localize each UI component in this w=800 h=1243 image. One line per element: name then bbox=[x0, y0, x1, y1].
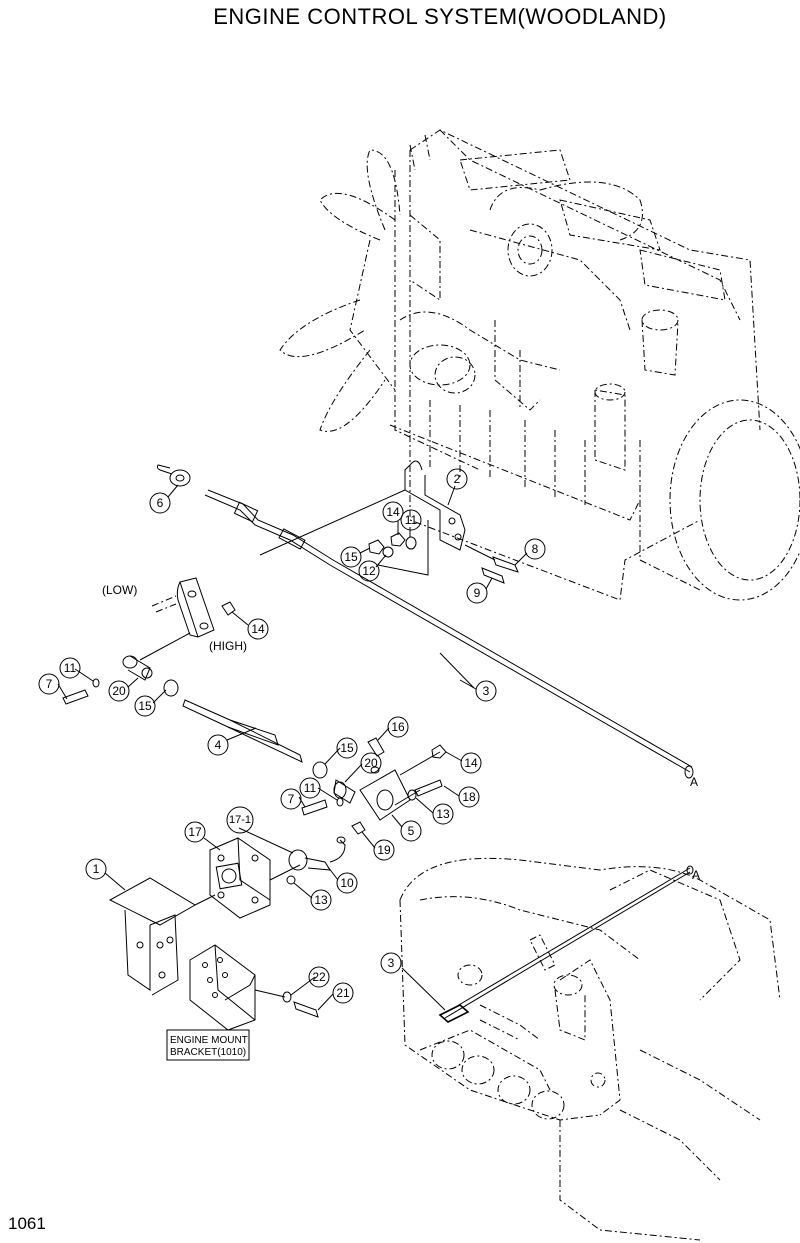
callout-8-text: 8 bbox=[532, 542, 539, 556]
callout-13b-text: 13 bbox=[314, 893, 328, 907]
callout-14c-text: 14 bbox=[464, 756, 478, 770]
label-engine-mount-1: ENGINE MOUNT bbox=[170, 1035, 248, 1046]
callout-4: 4 bbox=[207, 734, 229, 756]
callout-15a-text: 15 bbox=[344, 550, 358, 564]
callout-18-text: 18 bbox=[462, 790, 476, 804]
cable-3-cabin-end bbox=[438, 865, 694, 1023]
callout-14a: 14 bbox=[382, 501, 404, 523]
callouts: 6 2 14 11 15 12 8 9 14 11 7 20 15 3 4 16… bbox=[38, 468, 546, 1004]
engine-mount-bracket bbox=[166, 944, 319, 1061]
callout-11b: 11 bbox=[59, 657, 81, 679]
callout-11c: 11 bbox=[299, 777, 321, 799]
label-low: (LOW) bbox=[102, 583, 137, 597]
callout-7a: 7 bbox=[38, 673, 60, 695]
callout-13a: 13 bbox=[432, 803, 454, 825]
callout-3a: 3 bbox=[475, 680, 497, 702]
callout-10: 10 bbox=[336, 872, 358, 894]
callout-20a: 20 bbox=[108, 680, 130, 702]
callout-2-text: 2 bbox=[454, 472, 461, 486]
callout-11c-text: 11 bbox=[304, 781, 317, 795]
rod-end-6 bbox=[156, 464, 191, 487]
callout-14b-text: 14 bbox=[251, 622, 265, 636]
bolts-8-9 bbox=[464, 544, 519, 584]
callout-3b: 3 bbox=[380, 952, 402, 974]
callout-12-text: 12 bbox=[362, 564, 376, 578]
cabin-controls-illustration bbox=[399, 857, 781, 1241]
callout-7a-text: 7 bbox=[46, 677, 53, 691]
callout-13b: 13 bbox=[310, 889, 332, 911]
page-title: ENGINE CONTROL SYSTEM(WOODLAND) bbox=[213, 4, 667, 29]
callout-11b-text: 11 bbox=[64, 661, 77, 675]
rod-end-20-left bbox=[62, 632, 191, 705]
callout-5-text: 5 bbox=[408, 824, 415, 838]
callout-15c-text: 15 bbox=[340, 741, 354, 755]
callout-7b-text: 7 bbox=[288, 792, 295, 806]
actuator-17 bbox=[209, 837, 301, 919]
bracket-2 bbox=[404, 460, 466, 551]
callout-12: 12 bbox=[358, 560, 380, 582]
callout-16: 16 bbox=[387, 716, 409, 738]
callout-16-text: 16 bbox=[391, 720, 405, 734]
callout-7b: 7 bbox=[280, 788, 302, 810]
callout-6-text: 6 bbox=[157, 496, 164, 510]
label-high: (HIGH) bbox=[209, 639, 247, 653]
callout-1-text: 1 bbox=[93, 862, 100, 876]
callout-15b: 15 bbox=[134, 695, 156, 717]
leader-lines bbox=[57, 484, 528, 1011]
callout-15c: 15 bbox=[336, 737, 358, 759]
control-cable-3 bbox=[204, 489, 694, 779]
ref-a-bottom: A bbox=[692, 868, 700, 882]
ref-a-top: A bbox=[690, 775, 698, 789]
callout-20b: 20 bbox=[360, 752, 382, 774]
adjusting-rod-4 bbox=[163, 679, 328, 779]
callout-14b: 14 bbox=[247, 618, 269, 640]
callout-5: 5 bbox=[400, 820, 422, 842]
callout-17-text: 17 bbox=[188, 825, 202, 839]
callout-8: 8 bbox=[524, 538, 546, 560]
callout-2: 2 bbox=[446, 468, 468, 490]
callout-20a-text: 20 bbox=[112, 684, 126, 698]
callout-17: 17 bbox=[184, 821, 206, 843]
lever-plate bbox=[151, 577, 236, 638]
label-engine-mount-2: BRACKET(1010) bbox=[170, 1047, 246, 1058]
bracket-1 bbox=[108, 877, 216, 996]
callout-22: 22 bbox=[308, 966, 330, 988]
callout-10-text: 10 bbox=[340, 876, 354, 890]
callout-3b-text: 3 bbox=[388, 956, 395, 970]
text-labels: (LOW) (HIGH) ENGINE MOUNT BRACKET(1010) … bbox=[102, 583, 700, 1058]
callout-15b-text: 15 bbox=[138, 699, 152, 713]
page-number: 1061 bbox=[8, 1214, 46, 1233]
callout-13a-text: 13 bbox=[436, 807, 450, 821]
callout-14a-text: 14 bbox=[386, 505, 400, 519]
callout-18: 18 bbox=[458, 786, 480, 808]
callout-20b-text: 20 bbox=[364, 756, 378, 770]
callout-1: 1 bbox=[85, 858, 107, 880]
callout-19-text: 19 bbox=[377, 843, 391, 857]
callout-19: 19 bbox=[373, 839, 395, 861]
callout-21: 21 bbox=[332, 982, 354, 1004]
lever-5 bbox=[301, 737, 447, 835]
callout-17-1: 17-1 bbox=[226, 806, 254, 834]
callout-11a-text: 11 bbox=[405, 513, 418, 527]
callout-21-text: 21 bbox=[336, 986, 350, 1000]
nuts-washers-group bbox=[368, 520, 429, 576]
callout-9: 9 bbox=[466, 582, 488, 604]
callout-22-text: 22 bbox=[312, 970, 326, 984]
callout-17-1-text: 17-1 bbox=[229, 814, 251, 826]
engine-illustration bbox=[279, 129, 800, 601]
callout-14c: 14 bbox=[460, 752, 482, 774]
switch-17-1 bbox=[286, 836, 346, 885]
callout-4-text: 4 bbox=[215, 738, 222, 752]
callout-9-text: 9 bbox=[474, 586, 481, 600]
callout-11a: 11 bbox=[400, 509, 422, 531]
callout-6: 6 bbox=[149, 492, 171, 514]
callout-15a: 15 bbox=[340, 546, 362, 568]
callout-3a-text: 3 bbox=[483, 684, 490, 698]
